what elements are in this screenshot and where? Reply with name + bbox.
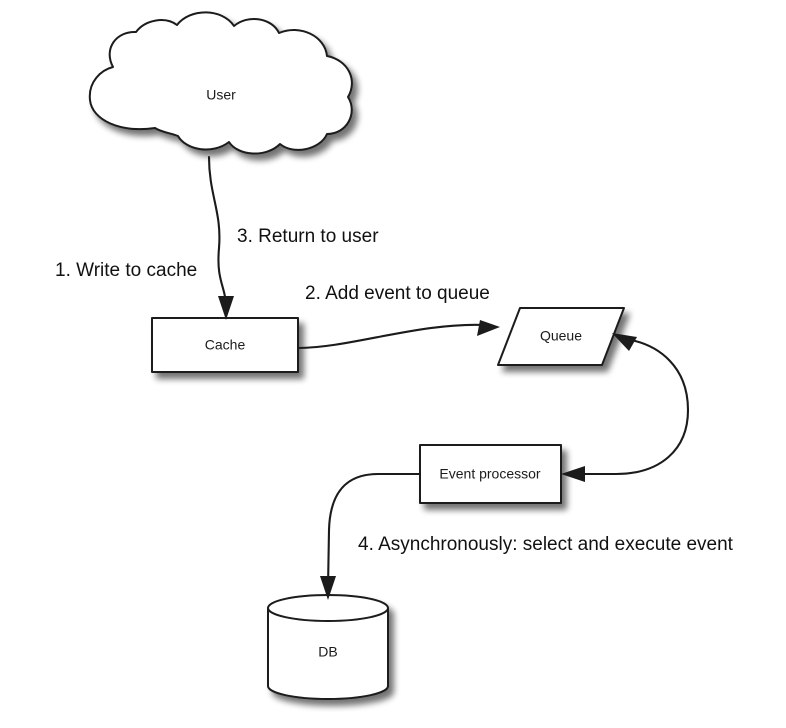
cache-shape: [151, 317, 299, 373]
node-event-processor[interactable]: Event processor: [419, 444, 562, 504]
queue-shape: [497, 307, 625, 366]
edge-event-processor-to-db: [320, 472, 422, 600]
cloud-shape: [88, 11, 353, 155]
edge-user-to-cache: [207, 155, 234, 320]
edge-cache-to-queue-arrowhead: [477, 320, 500, 336]
edge-queue-event-processor-loop: [561, 333, 690, 482]
edge-cache-to-queue: [296, 320, 500, 350]
edge-queue-event-processor-path: [574, 337, 690, 476]
edge-event-processor-to-db-arrowhead: [320, 576, 336, 600]
node-queue-label: Queue: [540, 328, 582, 344]
db-body-shape: [267, 607, 389, 700]
edge-cache-to-queue-path: [296, 323, 488, 350]
step-label-2: 2. Add event to queue: [305, 283, 490, 304]
node-db[interactable]: DB: [267, 594, 389, 700]
node-cache-label: Cache: [205, 337, 246, 353]
step-label-1: 1. Write to cache: [55, 260, 197, 281]
edge-user-to-cache-arrowhead: [218, 296, 234, 320]
step-label-4: 4. Asynchronously: select and execute ev…: [358, 534, 734, 555]
node-queue[interactable]: Queue: [497, 307, 625, 366]
step-label-3: 3. Return to user: [237, 226, 379, 247]
edge-user-to-cache-path: [207, 155, 228, 310]
node-user-label: User: [206, 87, 236, 103]
node-cache[interactable]: Cache: [151, 317, 299, 373]
node-event-processor-label: Event processor: [439, 466, 540, 482]
edge-to-queue-arrowhead: [612, 333, 637, 351]
edge-to-event-processor-arrowhead: [561, 466, 585, 482]
edge-event-processor-to-db-path: [326, 472, 422, 590]
node-user[interactable]: User: [88, 11, 353, 155]
node-db-label: DB: [318, 644, 337, 660]
